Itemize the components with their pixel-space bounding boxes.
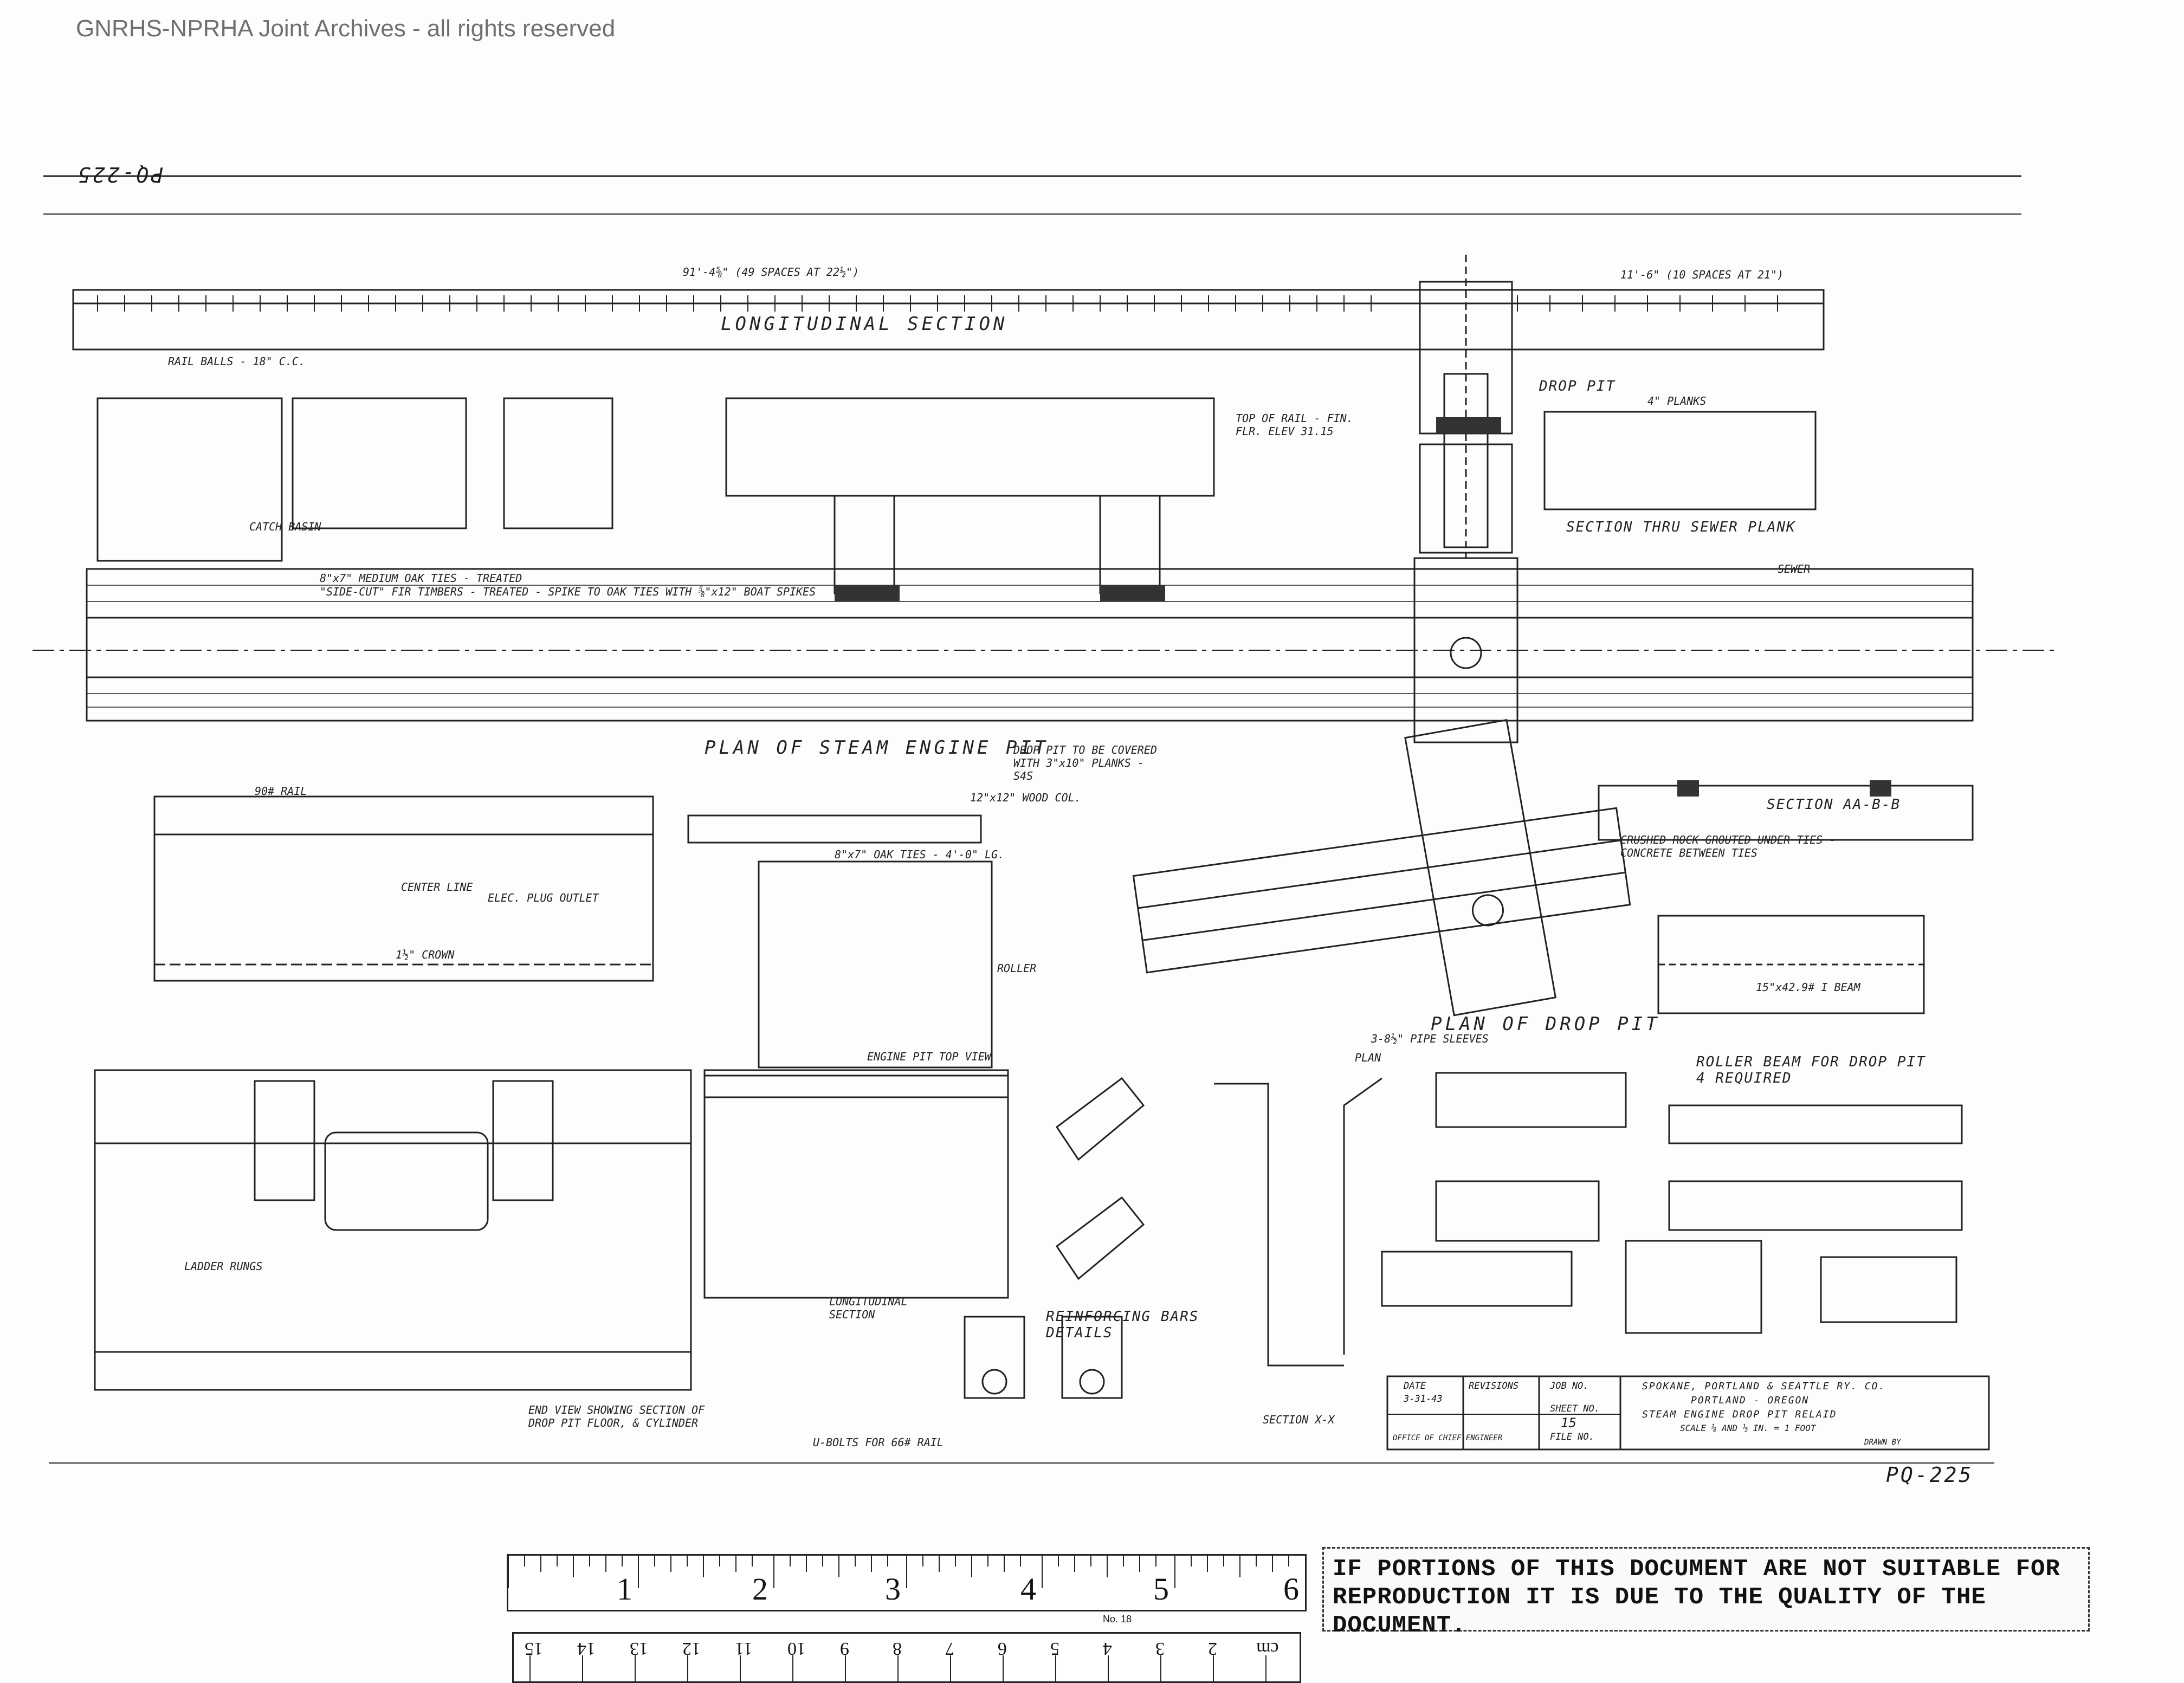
note-top-of-rail: TOP OF RAIL - FIN. FLR. ELEV 31.15 [1236,412,1353,438]
label-catch-basin: CATCH BASIN [249,520,321,533]
label-plan-drop-pit: PLAN OF DROP PIT [1431,1013,1660,1035]
ruler-inch-3: 3 [885,1571,901,1607]
ruler-cm-5: 5 [1050,1639,1059,1659]
note-roller: ROLLER [997,962,1037,975]
note-elec: ELEC. PLUG OUTLET [488,891,599,904]
ruler-cm-13: 13 [630,1639,648,1659]
label-u-bolts: U-BOLTS FOR 66# RAIL [813,1436,944,1449]
note-ties: 8"x7" MEDIUM OAK TIES - TREATED [320,572,522,585]
note-timbers: "SIDE-CUT" FIR TIMBERS - TREATED - SPIKE… [320,585,816,598]
archive-watermark: GNRHS-NPRHA Joint Archives - all rights … [76,15,616,42]
ruler-inch-2: 2 [752,1571,768,1607]
cm-ruler-ticks [529,1655,1267,1681]
ruler-cm-9: 9 [840,1639,849,1659]
note-center-line: CENTER LINE [401,881,473,894]
disclaimer-text: IF PORTIONS OF THIS DOCUMENT ARE NOT SUI… [1333,1556,2060,1639]
reproduction-disclaimer: IF PORTIONS OF THIS DOCUMENT ARE NOT SUI… [1322,1547,2090,1639]
title-file-no-label: FILE NO. [1550,1432,1594,1442]
ruler-cm-15: 15 [525,1639,543,1659]
label-section-sewer-plank: SECTION THRU SEWER PLANK [1566,519,1796,535]
ruler-cm-2: 2 [1208,1639,1217,1659]
inch-ruler-ticks [508,1556,1289,1588]
note-oak-ties: 8"x7" OAK TIES - 4'-0" LG. [835,848,1005,861]
note-crushed-rock: CRUSHED ROCK GROUTED UNDER TIES - CONCRE… [1620,833,1836,859]
note-cover: DROP PIT TO BE COVERED WITH 3"x10" PLANK… [1013,743,1157,782]
label-longitudinal-section: LONGITUDINAL SECTION [721,313,1008,335]
label-plan-steam-engine-pit: PLAN OF STEAM ENGINE PIT [705,737,1049,759]
title-date-label: DATE [1404,1381,1426,1391]
title-scale: SCALE ¼ AND ½ IN. = 1 FOOT [1680,1423,1816,1433]
label-reinforcing-bars: REINFORCING BARS DETAILS [1046,1309,1199,1341]
ruler-cm-4: 4 [1103,1639,1112,1659]
ruler-model: No. 18 [1103,1614,1132,1624]
note-pipe-sleeves: 3-8½" PIPE SLEEVES [1371,1032,1489,1045]
ruler-cm-7: 7 [945,1639,954,1659]
ruler-inch-5: 5 [1153,1571,1169,1607]
label-section-xx: SECTION X-X [1263,1413,1335,1426]
ruler-cm-10: 10 [787,1639,806,1659]
label-ladder-rungs: LADDER RUNGS [184,1260,263,1273]
note-beam: 15"x42.9# I BEAM [1756,981,1860,994]
label-roller-beam: ROLLER BEAM FOR DROP PIT 4 REQUIRED [1696,1054,1926,1086]
title-revisions-label: REVISIONS [1469,1381,1519,1391]
title-subject: STEAM ENGINE DROP PIT RELAID [1642,1409,1837,1420]
ruler-inch-1: 1 [617,1571,632,1607]
note-spacing-2: 11'-6" (10 SPACES AT 21") [1620,268,1784,281]
title-sheet-no-value: 15 [1561,1415,1576,1430]
title-drawn: DRAWN BY [1864,1438,1901,1447]
title-railway: SPOKANE, PORTLAND & SEATTLE RY. CO. [1642,1381,1886,1392]
drawing-number: PQ-225 [1886,1463,1974,1487]
cm-ruler: 15 14 13 12 11 10 9 8 7 6 5 4 3 2 cm [512,1632,1301,1683]
note-sewer: SEWER [1778,562,1811,575]
label-longitudinal-section-small: LONGITUDINAL SECTION [829,1295,908,1321]
note-planks: 4" PLANKS [1647,394,1707,407]
note-spacing: 91'-4⅝" (49 SPACES AT 22½") [683,266,860,279]
note-crown: 1½" CROWN [396,948,455,961]
ruler-cm-1: cm [1256,1639,1279,1659]
note-rail-90: 90# RAIL [255,785,307,798]
label-drop-pit: DROP PIT [1539,378,1616,394]
note-wood-col: 12"x12" WOOD COL. [970,791,1081,804]
note-rail-balls: RAIL BALLS - 18" C.C. [168,355,305,368]
ruler-cm-3: 3 [1155,1639,1165,1659]
ruler-cm-14: 14 [577,1639,596,1659]
ruler-inch-4: 4 [1020,1571,1036,1607]
ruler-inch-6: 6 [1283,1571,1299,1607]
title-job-no-label: JOB NO. [1550,1381,1589,1391]
title-date-value: 3-31-43 [1404,1394,1443,1404]
label-section-aabb: SECTION AA-B-B [1767,797,1901,813]
ruler-cm-6: 6 [998,1639,1007,1659]
ruler-cm-12: 12 [682,1639,701,1659]
ruler-cm-8: 8 [893,1639,902,1659]
label-engine-pit-top-view: ENGINE PIT TOP VIEW [867,1050,991,1063]
title-sheet-no-label: SHEET NO. [1550,1403,1600,1414]
ruler-cm-11: 11 [735,1639,753,1659]
label-end-view: END VIEW SHOWING SECTION OF DROP PIT FLO… [528,1403,705,1429]
note-plan: PLAN [1355,1051,1381,1064]
inch-ruler: 1 2 3 4 5 6 [507,1554,1307,1611]
title-office: OFFICE OF CHIEF ENGINEER [1393,1434,1503,1442]
title-location: PORTLAND - OREGON [1691,1395,1810,1406]
